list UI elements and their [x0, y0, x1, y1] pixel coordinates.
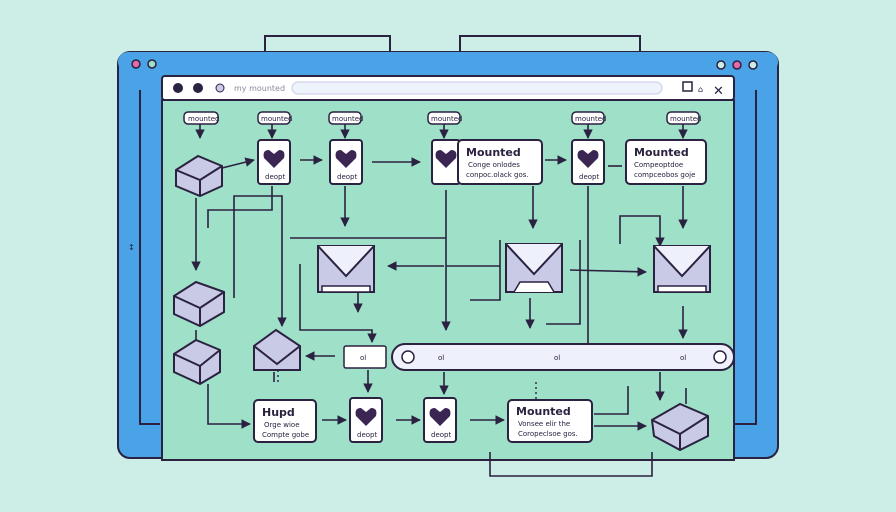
pill-dot-2: ol: [554, 354, 560, 362]
nav-forward-icon[interactable]: [193, 83, 203, 93]
heart-node-4[interactable]: deopt: [571, 139, 605, 185]
connectors: [191, 124, 688, 477]
tab-icon[interactable]: [682, 81, 693, 92]
heart-icon: [335, 150, 357, 168]
nav-back-icon[interactable]: [173, 83, 183, 93]
card-mounted-bottom[interactable]: Mounted Vonsee elir the Coropeclsoe gos.: [507, 399, 593, 443]
svg-text:Mounted: Mounted: [516, 405, 571, 418]
svg-text:Mounted: Mounted: [634, 146, 689, 159]
component-nodes: deopt deopt deopt deopt deopt: [257, 139, 605, 443]
tag-2[interactable]: mounted: [257, 111, 292, 125]
tag-6[interactable]: mounted: [666, 111, 701, 125]
frame-inner-left: [139, 90, 160, 425]
svg-text:Hupd: Hupd: [262, 406, 295, 419]
pill-bar[interactable]: ol ol ol: [391, 343, 735, 371]
heart-node-6[interactable]: deopt: [423, 397, 457, 443]
close-icon[interactable]: ✕: [713, 84, 724, 99]
svg-text:Vonsee elir the: Vonsee elir the: [518, 420, 570, 428]
cube-node-3[interactable]: [173, 338, 221, 386]
card-mounted-right[interactable]: Mounted Compeoptdoe compceobos goje: [625, 139, 707, 185]
svg-text:mounted: mounted: [188, 115, 219, 123]
dotted-connectors: [277, 370, 537, 400]
heart-icon: [355, 408, 377, 426]
svg-text:deopt: deopt: [579, 173, 599, 181]
svg-text:compceobos goje: compceobos goje: [634, 171, 695, 179]
heart-node-5[interactable]: deopt: [349, 397, 383, 443]
card-hupd[interactable]: Hupd Orge wioe Compte gobe: [253, 399, 317, 443]
card-mounted-top[interactable]: Mounted Conge onlodes conpoc.olack gos.: [457, 139, 543, 185]
svg-text:mounted: mounted: [575, 115, 606, 123]
cube-node-4[interactable]: [650, 402, 709, 452]
browser-titlebar: [118, 52, 778, 72]
badge-node[interactable]: ol: [343, 345, 387, 369]
envelope-node-2[interactable]: [505, 243, 563, 293]
envelope-node-3[interactable]: [653, 245, 711, 293]
svg-text:mounted: mounted: [261, 115, 292, 123]
heart-node-2[interactable]: deopt: [329, 139, 363, 185]
pill-handle-left[interactable]: [401, 350, 415, 364]
svg-text:mounted: mounted: [670, 115, 701, 123]
tag-1[interactable]: mounted: [183, 111, 219, 125]
heart-node-1[interactable]: deopt: [257, 139, 291, 185]
svg-text:Mounted: Mounted: [466, 146, 521, 159]
svg-text:conpoc.olack gos.: conpoc.olack gos.: [466, 171, 529, 179]
window-dot-4[interactable]: [748, 60, 758, 70]
extension-icon[interactable]: ⌂: [698, 85, 703, 94]
svg-text:deopt: deopt: [431, 431, 451, 439]
svg-text:Coropeclsoe gos.: Coropeclsoe gos.: [518, 430, 578, 438]
svg-text:mounted: mounted: [332, 115, 363, 123]
window-dot-2[interactable]: [147, 59, 157, 69]
svg-text:Compte gobe: Compte gobe: [262, 431, 309, 439]
heart-node-3[interactable]: [431, 139, 461, 185]
heart-icon: [263, 150, 285, 168]
window-dot-1[interactable]: [131, 59, 141, 69]
window-dot-5[interactable]: [716, 60, 726, 70]
pill-dot-3: ol: [680, 354, 686, 362]
svg-text:Conge onlodes: Conge onlodes: [468, 161, 520, 169]
svg-text:deopt: deopt: [337, 173, 357, 181]
envelope-node-1[interactable]: [317, 245, 375, 293]
svg-text:deopt: deopt: [357, 431, 377, 439]
cube-node-1[interactable]: [175, 154, 223, 198]
top-bracket-right: [459, 35, 641, 52]
tag-4[interactable]: mounted: [427, 111, 462, 125]
side-arrow-glyph[interactable]: ↕: [128, 243, 135, 252]
heart-icon: [577, 150, 599, 168]
url-field[interactable]: [291, 81, 663, 95]
tag-5[interactable]: mounted: [571, 111, 606, 125]
tag-3[interactable]: mounted: [328, 111, 363, 125]
svg-text:deopt: deopt: [265, 173, 285, 181]
svg-text:Orge wioe: Orge wioe: [264, 421, 300, 429]
frame-inner-right: [734, 90, 757, 425]
pill-dot-1: ol: [438, 354, 444, 362]
svg-text:Compeoptdoe: Compeoptdoe: [634, 161, 683, 169]
top-bracket-left: [264, 35, 391, 52]
tags: mounted mounted mounted mounted mounted …: [183, 111, 701, 125]
heart-icon: [429, 408, 451, 426]
window-dot-3[interactable]: [732, 60, 742, 70]
pill-handle-right[interactable]: [713, 350, 727, 364]
cube-node-2[interactable]: [173, 280, 225, 328]
svg-text:mounted: mounted: [431, 115, 462, 123]
reload-icon[interactable]: [215, 83, 225, 93]
url-text[interactable]: my mounted: [234, 84, 285, 93]
envelope-node-4[interactable]: [253, 328, 301, 371]
svg-text:ol: ol: [360, 354, 366, 362]
heart-icon: [435, 150, 457, 168]
